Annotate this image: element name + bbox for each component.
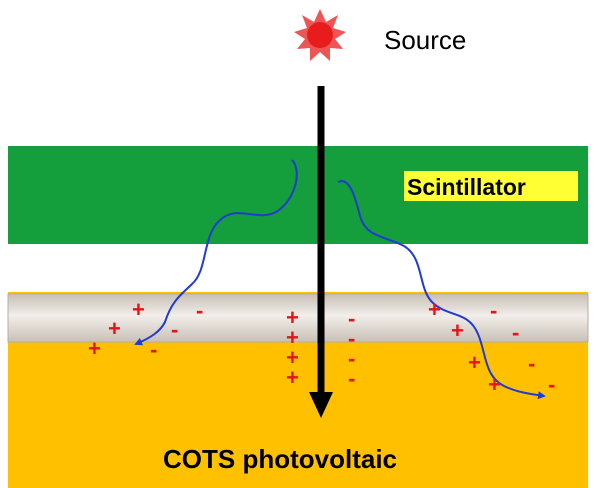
source-label: Source [384, 25, 466, 55]
charge-plus: + [286, 345, 299, 370]
sun-icon [294, 9, 346, 61]
charge-minus: - [528, 351, 535, 376]
charge-minus: - [348, 366, 355, 391]
charge-plus: + [468, 350, 481, 375]
charge-minus: - [512, 320, 519, 345]
charge-minus: - [348, 306, 355, 331]
charge-plus: + [88, 336, 101, 361]
charge-plus: + [286, 365, 299, 390]
charge-plus: + [286, 325, 299, 350]
charge-plus: + [428, 297, 441, 322]
charge-plus: + [108, 316, 121, 341]
scintillator-label: Scintillator [407, 174, 526, 200]
scintillator-label-highlight [404, 171, 578, 201]
photovoltaic-label: COTS photovoltaic [163, 444, 397, 474]
charge-plus: + [132, 297, 145, 322]
junction-layer [7, 293, 589, 343]
charge-plus: + [286, 305, 299, 330]
charge-minus: - [348, 326, 355, 351]
photon-path-left [134, 159, 298, 346]
charge-minus: - [490, 298, 497, 323]
radiation-arrow-head [309, 392, 333, 418]
charge-plus: + [451, 318, 464, 343]
charge-minus: - [196, 298, 203, 323]
charge-minus: - [150, 337, 157, 362]
charge-minus: - [548, 372, 555, 397]
charge-minus: - [171, 317, 178, 342]
photon-path-right [337, 180, 546, 400]
charge-minus: - [348, 346, 355, 371]
charge-plus: + [488, 372, 501, 397]
